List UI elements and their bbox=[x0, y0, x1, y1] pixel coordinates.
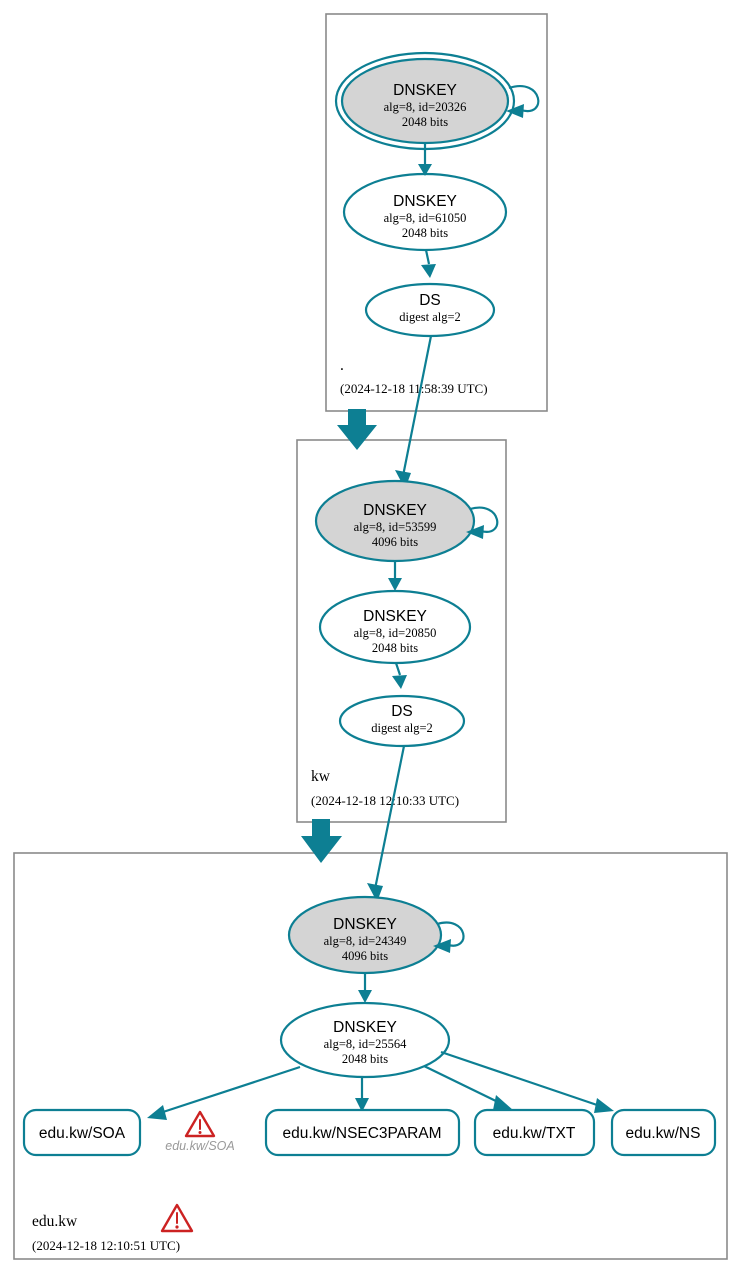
node-edukw-ksk[interactable]: DNSKEY alg=8, id=24349 4096 bits bbox=[287, 895, 465, 975]
rrset-soa-warning-label: edu.kw/SOA bbox=[165, 1139, 234, 1153]
edge-kw-zsk-to-ds bbox=[392, 662, 407, 689]
node-kw-ksk[interactable]: DNSKEY alg=8, id=53599 4096 bits bbox=[314, 479, 499, 563]
node-kw-zsk-line3: 2048 bits bbox=[372, 641, 418, 655]
zone-root-timestamp: (2024-12-18 11:58:39 UTC) bbox=[340, 381, 488, 396]
self-sign-loop-edukw-ksk bbox=[433, 921, 465, 953]
zone-edukw: DNSKEY alg=8, id=24349 4096 bits DNSKEY … bbox=[13, 745, 728, 1260]
warning-triangle-icon bbox=[184, 1110, 216, 1138]
node-kw-ds[interactable]: DS digest alg=2 bbox=[338, 694, 466, 748]
rrset-txt[interactable]: edu.kw/TXT bbox=[473, 1108, 596, 1157]
node-kw-zsk-title: DNSKEY bbox=[363, 608, 427, 625]
node-kw-ksk-line2: alg=8, id=53599 bbox=[354, 520, 437, 534]
zone-root: DNSKEY alg=8, id=20326 2048 bits DNSKEY … bbox=[325, 13, 548, 412]
node-root-zsk-line3: 2048 bits bbox=[402, 226, 448, 240]
node-root-ds-title: DS bbox=[419, 292, 441, 309]
rrset-soa-label: edu.kw/SOA bbox=[39, 1125, 126, 1142]
node-root-zsk-title: DNSKEY bbox=[393, 193, 457, 210]
node-root-ksk-title: DNSKEY bbox=[393, 82, 457, 99]
node-kw-zsk[interactable]: DNSKEY alg=8, id=20850 2048 bits bbox=[318, 589, 472, 665]
rrset-nsec3param[interactable]: edu.kw/NSEC3PARAM bbox=[264, 1108, 461, 1157]
node-kw-ds-line2: digest alg=2 bbox=[371, 721, 433, 735]
rrset-soa-warning[interactable]: edu.kw/SOA bbox=[165, 1110, 235, 1153]
node-edukw-ksk-line3: 4096 bits bbox=[342, 949, 388, 963]
zone-edukw-warning-icon[interactable] bbox=[160, 1203, 194, 1233]
node-root-ds[interactable]: DS digest alg=2 bbox=[364, 282, 496, 338]
zone-edukw-name: edu.kw bbox=[32, 1213, 78, 1230]
rrset-soa-box bbox=[22, 1108, 142, 1157]
edge-edukw-zsk-to-ns bbox=[440, 1050, 614, 1113]
self-sign-loop-root-ksk bbox=[506, 85, 540, 118]
node-root-zsk[interactable]: DNSKEY alg=8, id=61050 2048 bits bbox=[342, 172, 508, 252]
rrset-ns-box bbox=[610, 1108, 717, 1157]
node-edukw-ksk-title: DNSKEY bbox=[333, 916, 397, 933]
node-root-ksk-line2: alg=8, id=20326 bbox=[384, 100, 467, 114]
edge-root-ksk-to-zsk bbox=[418, 144, 432, 176]
node-kw-ds-title: DS bbox=[391, 703, 413, 720]
edge-kw-ds-to-edukw-ksk bbox=[367, 745, 406, 902]
node-edukw-zsk-title: DNSKEY bbox=[333, 1019, 397, 1036]
node-root-zsk-line2: alg=8, id=61050 bbox=[384, 211, 467, 225]
node-edukw-zsk-line2: alg=8, id=25564 bbox=[324, 1037, 408, 1051]
zone-kw-name: kw bbox=[311, 768, 331, 785]
rrset-ns-label: edu.kw/NS bbox=[626, 1125, 701, 1142]
node-root-ksk[interactable]: DNSKEY alg=8, id=20326 2048 bits bbox=[334, 51, 540, 151]
node-kw-ksk-title: DNSKEY bbox=[363, 502, 427, 519]
delegation-arrow-root-to-kw bbox=[337, 409, 377, 450]
edge-kw-ksk-to-zsk bbox=[388, 561, 402, 591]
node-edukw-zsk-line3: 2048 bits bbox=[342, 1052, 388, 1066]
delegation-arrow-kw-to-edukw bbox=[301, 819, 342, 863]
node-kw-ds-ellipse bbox=[338, 694, 466, 748]
node-kw-zsk-line2: alg=8, id=20850 bbox=[354, 626, 437, 640]
rrset-txt-box bbox=[473, 1108, 596, 1157]
edge-root-zsk-to-ds bbox=[421, 249, 436, 278]
edge-edukw-zsk-to-nsec3param bbox=[355, 1077, 369, 1112]
rrset-ns[interactable]: edu.kw/NS bbox=[610, 1108, 717, 1157]
rrset-nsec3param-label: edu.kw/NSEC3PARAM bbox=[282, 1125, 441, 1142]
zone-root-name: . bbox=[340, 357, 344, 374]
node-root-ds-line2: digest alg=2 bbox=[399, 310, 461, 324]
edge-root-ds-to-kw-ksk bbox=[395, 335, 433, 489]
self-sign-loop-kw-ksk bbox=[466, 506, 499, 539]
zone-edukw-timestamp: (2024-12-18 12:10:51 UTC) bbox=[32, 1238, 180, 1253]
node-root-ksk-ellipse bbox=[340, 57, 510, 145]
edge-edukw-zsk-to-txt bbox=[423, 1065, 513, 1110]
node-kw-ksk-line3: 4096 bits bbox=[372, 535, 418, 549]
edge-edukw-ksk-to-zsk bbox=[358, 973, 372, 1003]
node-edukw-zsk[interactable]: DNSKEY alg=8, id=25564 2048 bits bbox=[279, 1001, 451, 1079]
node-root-ksk-line3: 2048 bits bbox=[402, 115, 448, 129]
node-edukw-ksk-line2: alg=8, id=24349 bbox=[324, 934, 407, 948]
zone-kw-timestamp: (2024-12-18 12:10:33 UTC) bbox=[311, 793, 459, 808]
rrset-nsec3param-box bbox=[264, 1108, 461, 1157]
rrset-soa[interactable]: edu.kw/SOA bbox=[22, 1108, 142, 1157]
rrset-txt-label: edu.kw/TXT bbox=[493, 1125, 576, 1142]
edge-edukw-zsk-to-soa bbox=[147, 1065, 301, 1120]
